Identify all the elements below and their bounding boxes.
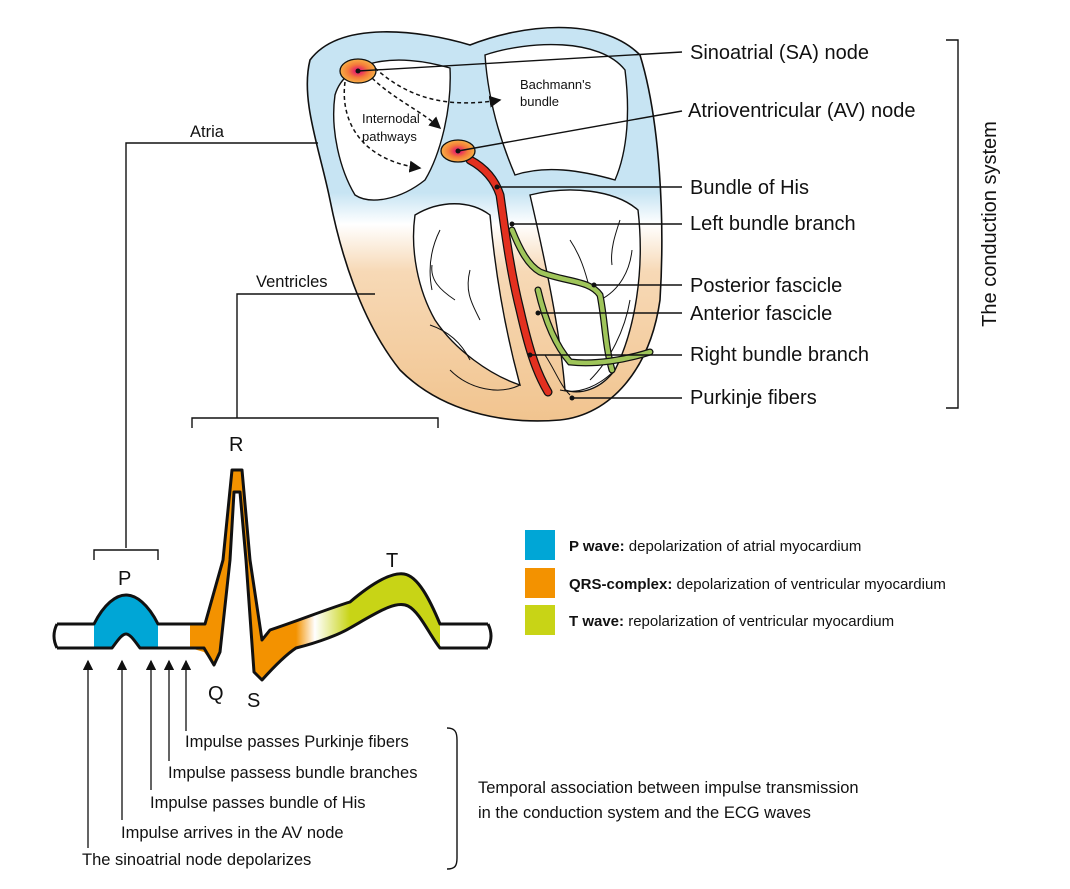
internodal-label-2: pathways (362, 129, 417, 144)
t-wave (350, 573, 440, 648)
atria-connector (125, 142, 318, 548)
label-right-bundle: Right bundle branch (690, 344, 869, 366)
leader-lines (355, 51, 683, 401)
timeline-bundle-his: Impulse passes bundle of His (150, 794, 366, 812)
qrs-complex (190, 470, 296, 680)
label-anterior-fascicle: Anterior fascicle (690, 303, 832, 325)
conduction-bracket (946, 39, 959, 409)
bachmann-label-1: Bachmann's (520, 77, 592, 92)
caption-line-2: in the conduction system and the ECG wav… (478, 804, 811, 822)
legend-swatch-t (525, 605, 555, 635)
timeline-arrows (82, 659, 192, 848)
legend-p-text: depolarization of atrial myocardium (625, 538, 862, 555)
internodal-pathways (343, 67, 502, 173)
heart-illustration (306, 26, 663, 422)
timeline-purkinje: Impulse passes Purkinje fibers (185, 733, 409, 751)
internodal-label-1: Internodal (362, 111, 420, 126)
p-wave (94, 595, 158, 648)
ventricle-chamber (412, 203, 522, 387)
legend-item-t: T wave: repolarization of ventricular my… (569, 613, 894, 630)
atria-label: Atria (190, 123, 225, 141)
purkinje-fibers (429, 219, 633, 396)
label-av-node: Atrioventricular (AV) node (688, 100, 916, 122)
legend-p-title: P wave: (569, 538, 625, 555)
legend-qrs-text: depolarization of ventricular myocardium (672, 576, 945, 593)
caption-line-1: Temporal association between impulse tra… (478, 779, 859, 797)
legend-qrs-title: QRS-complex: (569, 576, 672, 593)
timeline-sa-node: The sinoatrial node depolarizes (82, 851, 311, 869)
p-bracket (93, 549, 159, 560)
label-sa-node: Sinoatrial (SA) node (690, 42, 869, 64)
ventricles-label: Ventricles (256, 273, 328, 291)
timeline-bracket (446, 727, 458, 870)
q-label: Q (208, 683, 224, 705)
ventricles-connector (191, 293, 439, 428)
legend: P wave: depolarization of atrial myocard… (525, 530, 946, 635)
label-bundle-his: Bundle of His (690, 177, 809, 199)
timeline-bundle-branches: Impulse passess bundle branches (168, 764, 417, 782)
timeline-av-node: Impulse arrives in the AV node (121, 824, 344, 842)
legend-swatch-p (525, 530, 555, 560)
legend-t-text: repolarization of ventricular myocardium (624, 613, 894, 630)
legend-swatch-qrs (525, 568, 555, 598)
p-label: P (118, 568, 131, 590)
ecg-strip (52, 468, 493, 682)
label-purkinje: Purkinje fibers (690, 387, 817, 409)
legend-item-p: P wave: depolarization of atrial myocard… (569, 538, 861, 555)
bachmann-label-2: bundle (520, 94, 559, 109)
label-left-bundle: Left bundle branch (690, 213, 856, 235)
r-label: R (229, 434, 243, 456)
atrium-chamber-right (484, 43, 629, 181)
s-label: S (247, 690, 260, 712)
legend-t-title: T wave: (569, 613, 624, 630)
conduction-system-label: The conduction system (979, 121, 1001, 327)
st-segment (296, 602, 350, 648)
legend-item-qrs: QRS-complex: depolarization of ventricul… (569, 576, 946, 593)
label-posterior-fascicle: Posterior fascicle (690, 275, 842, 297)
t-label: T (386, 550, 398, 572)
